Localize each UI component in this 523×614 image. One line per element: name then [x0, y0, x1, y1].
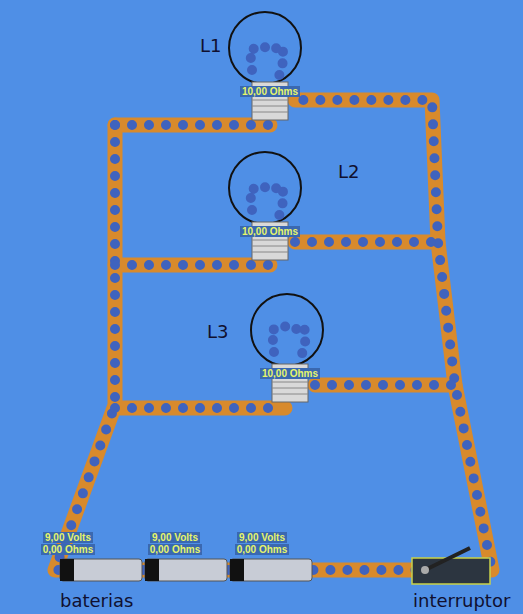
voltage-label: 9,00 Volts [150, 532, 200, 543]
battery-label: baterias [60, 591, 133, 611]
wire [55, 100, 492, 570]
electron-dots [55, 100, 492, 570]
resistance-label: 0,00 Ohms [41, 544, 96, 555]
resistance-label: 0,00 Ohms [235, 544, 290, 555]
bulb-symbol [229, 12, 323, 366]
resistance-label: 10,00 Ohms [240, 226, 300, 237]
bulb-base-lines [252, 100, 308, 394]
voltage-label: 9,00 Volts [237, 532, 287, 543]
wire [115, 118, 270, 133]
resistance-label: 10,00 Ohms [240, 86, 300, 97]
switch-symbol [412, 548, 490, 584]
switch-label: interruptor [413, 591, 510, 611]
wires [55, 100, 492, 570]
resistance-label: 0,00 Ohms [148, 544, 203, 555]
bulb-name: L1 [200, 36, 221, 56]
bulb-name: L3 [207, 322, 228, 342]
bulb-base [252, 82, 308, 402]
resistance-label: 10,00 Ohms [260, 368, 320, 379]
electron-dots [115, 120, 270, 130]
voltage-label: 9,00 Volts [43, 532, 93, 543]
battery-symbol [60, 545, 312, 581]
bulb-name: L2 [338, 162, 359, 182]
